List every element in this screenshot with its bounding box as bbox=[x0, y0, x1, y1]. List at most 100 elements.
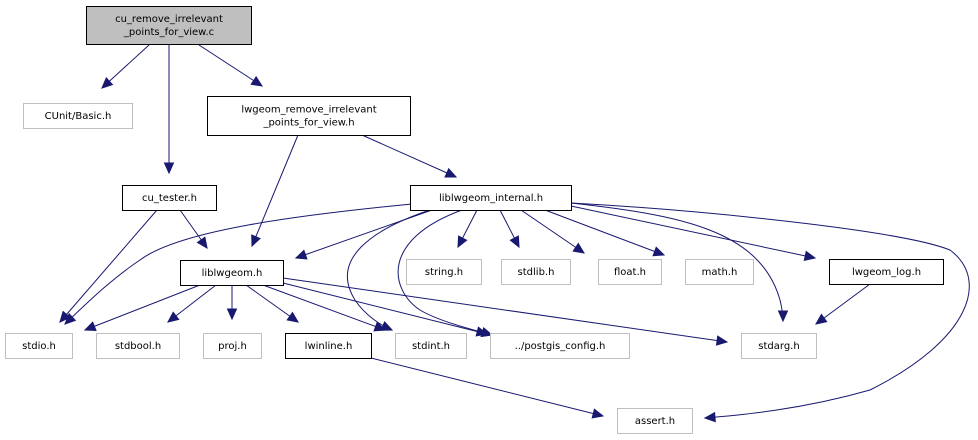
arrowhead-icon bbox=[286, 311, 299, 323]
node-box bbox=[203, 333, 262, 359]
node-box bbox=[5, 333, 73, 359]
node-stdarg: stdarg.h bbox=[741, 333, 817, 359]
arrowhead-icon bbox=[572, 242, 585, 254]
node-cu-tester[interactable]: cu_tester.h bbox=[122, 185, 217, 211]
edge-cu_tester-to-liblwgeom bbox=[179, 209, 208, 249]
node-root[interactable]: cu_remove_irrelevant_points_for_view.c bbox=[86, 6, 252, 45]
node-label: liblwgeom.h bbox=[202, 268, 263, 279]
edge-lwgeom_log-to-stdarg bbox=[815, 283, 871, 325]
node-box bbox=[490, 333, 630, 359]
node-box bbox=[285, 333, 372, 359]
node-box bbox=[617, 408, 693, 434]
edge-line bbox=[64, 203, 413, 325]
arrowhead-icon bbox=[101, 76, 114, 89]
edge-liblwgeom_internal-to-stdarg bbox=[570, 202, 789, 323]
node-box bbox=[685, 259, 754, 285]
node-label: assert.h bbox=[635, 416, 675, 427]
edge-lwinline-to-assert bbox=[370, 357, 605, 419]
edge-line bbox=[198, 44, 263, 87]
node-label: _points_for_view.h bbox=[262, 118, 354, 129]
arrowhead-icon bbox=[652, 246, 666, 257]
node-proj: proj.h bbox=[203, 333, 262, 359]
edge-liblwgeom-to-stdbool bbox=[167, 284, 217, 323]
edge-line bbox=[282, 282, 488, 335]
node-lwgeom-log[interactable]: lwgeom_log.h bbox=[829, 259, 944, 285]
node-box bbox=[829, 259, 944, 285]
node-liblwgeom-internal[interactable]: liblwgeom_internal.h bbox=[410, 185, 572, 211]
node-label: stdint.h bbox=[412, 341, 450, 352]
node-stdlib: stdlib.h bbox=[501, 259, 571, 285]
edge-line bbox=[347, 209, 431, 331]
arrowhead-icon bbox=[167, 311, 180, 323]
node-label: string.h bbox=[425, 267, 463, 278]
arrowhead-icon bbox=[59, 310, 71, 323]
edge-liblwgeom_internal-to-float bbox=[520, 209, 585, 254]
edge-line bbox=[262, 284, 386, 331]
edge-cu_tester-to-stdio bbox=[59, 209, 158, 323]
node-label: math.h bbox=[702, 267, 738, 278]
edge-liblwgeom-to-lwinline bbox=[245, 284, 299, 323]
node-label: stdlib.h bbox=[518, 267, 555, 278]
edge-liblwgeom_internal-to-string bbox=[457, 209, 478, 249]
edge-liblwgeom_internal-to-stdlib bbox=[499, 209, 520, 249]
edge-line bbox=[570, 202, 970, 419]
node-math: math.h bbox=[685, 259, 754, 285]
node-stdint: stdint.h bbox=[395, 333, 467, 359]
arrowhead-icon bbox=[815, 313, 828, 325]
node-liblwgeom[interactable]: liblwgeom.h bbox=[180, 260, 284, 286]
edge-line bbox=[544, 209, 665, 256]
arrowhead-icon bbox=[803, 250, 817, 261]
node-label: _points_for_view.c bbox=[123, 27, 214, 38]
edge-line bbox=[251, 134, 299, 247]
edge-liblwgeom-to-postgis_config bbox=[282, 282, 489, 337]
edge-line bbox=[370, 357, 604, 417]
node-label: lwinline.h bbox=[305, 341, 353, 352]
node-box bbox=[180, 260, 284, 286]
node-box bbox=[395, 333, 467, 359]
node-label: liblwgeom_internal.h bbox=[439, 193, 543, 204]
node-box bbox=[86, 6, 252, 45]
node-label: float.h bbox=[614, 267, 646, 278]
arrowhead-icon bbox=[294, 249, 308, 260]
node-box bbox=[410, 185, 572, 211]
arrowhead-icon bbox=[703, 411, 716, 423]
node-label: stdarg.h bbox=[758, 341, 799, 352]
node-cunit: CUnit/Basic.h bbox=[23, 103, 133, 129]
edge-line bbox=[245, 284, 299, 323]
edge-line bbox=[570, 205, 816, 259]
node-label: stdbool.h bbox=[115, 341, 161, 352]
arrowhead-icon bbox=[475, 326, 489, 337]
node-lwinline[interactable]: lwinline.h bbox=[285, 333, 372, 359]
edge-liblwgeom_internal-to-liblwgeom bbox=[294, 209, 433, 260]
edge-liblwgeom_internal-to-assert bbox=[570, 202, 970, 423]
node-stdbool: stdbool.h bbox=[96, 333, 180, 359]
node-box bbox=[122, 185, 217, 211]
node-box bbox=[406, 259, 482, 285]
node-box bbox=[501, 259, 571, 285]
node-lwgeom-rip[interactable]: lwgeom_remove_irrelevant_points_for_view… bbox=[207, 96, 411, 136]
arrowhead-icon bbox=[591, 408, 605, 419]
edge-lwgeom_rip-to-liblwgeom_internal bbox=[361, 134, 458, 178]
node-stdio: stdio.h bbox=[5, 333, 73, 359]
arrowhead-icon bbox=[196, 236, 208, 249]
node-label: lwgeom_log.h bbox=[852, 267, 921, 278]
arrowhead-icon bbox=[373, 321, 387, 332]
edge-line bbox=[397, 209, 493, 336]
node-label: cu_tester.h bbox=[142, 193, 197, 204]
edge-liblwgeom_internal-to-math bbox=[544, 209, 666, 257]
node-label: CUnit/Basic.h bbox=[45, 111, 112, 122]
edge-liblwgeom-to-stdint bbox=[262, 284, 387, 332]
node-label: stdio.h bbox=[22, 341, 56, 352]
arrowhead-icon bbox=[777, 310, 789, 323]
arrowhead-icon bbox=[457, 235, 468, 249]
node-label: ../postgis_config.h bbox=[515, 341, 606, 352]
node-postgis-config: ../postgis_config.h bbox=[490, 333, 630, 359]
arrowhead-icon bbox=[509, 235, 520, 249]
edge-line bbox=[59, 209, 158, 323]
arrowhead-icon bbox=[444, 167, 458, 178]
node-box bbox=[96, 333, 180, 359]
node-box bbox=[23, 103, 133, 129]
arrowhead-icon bbox=[250, 75, 264, 87]
node-box bbox=[741, 333, 817, 359]
